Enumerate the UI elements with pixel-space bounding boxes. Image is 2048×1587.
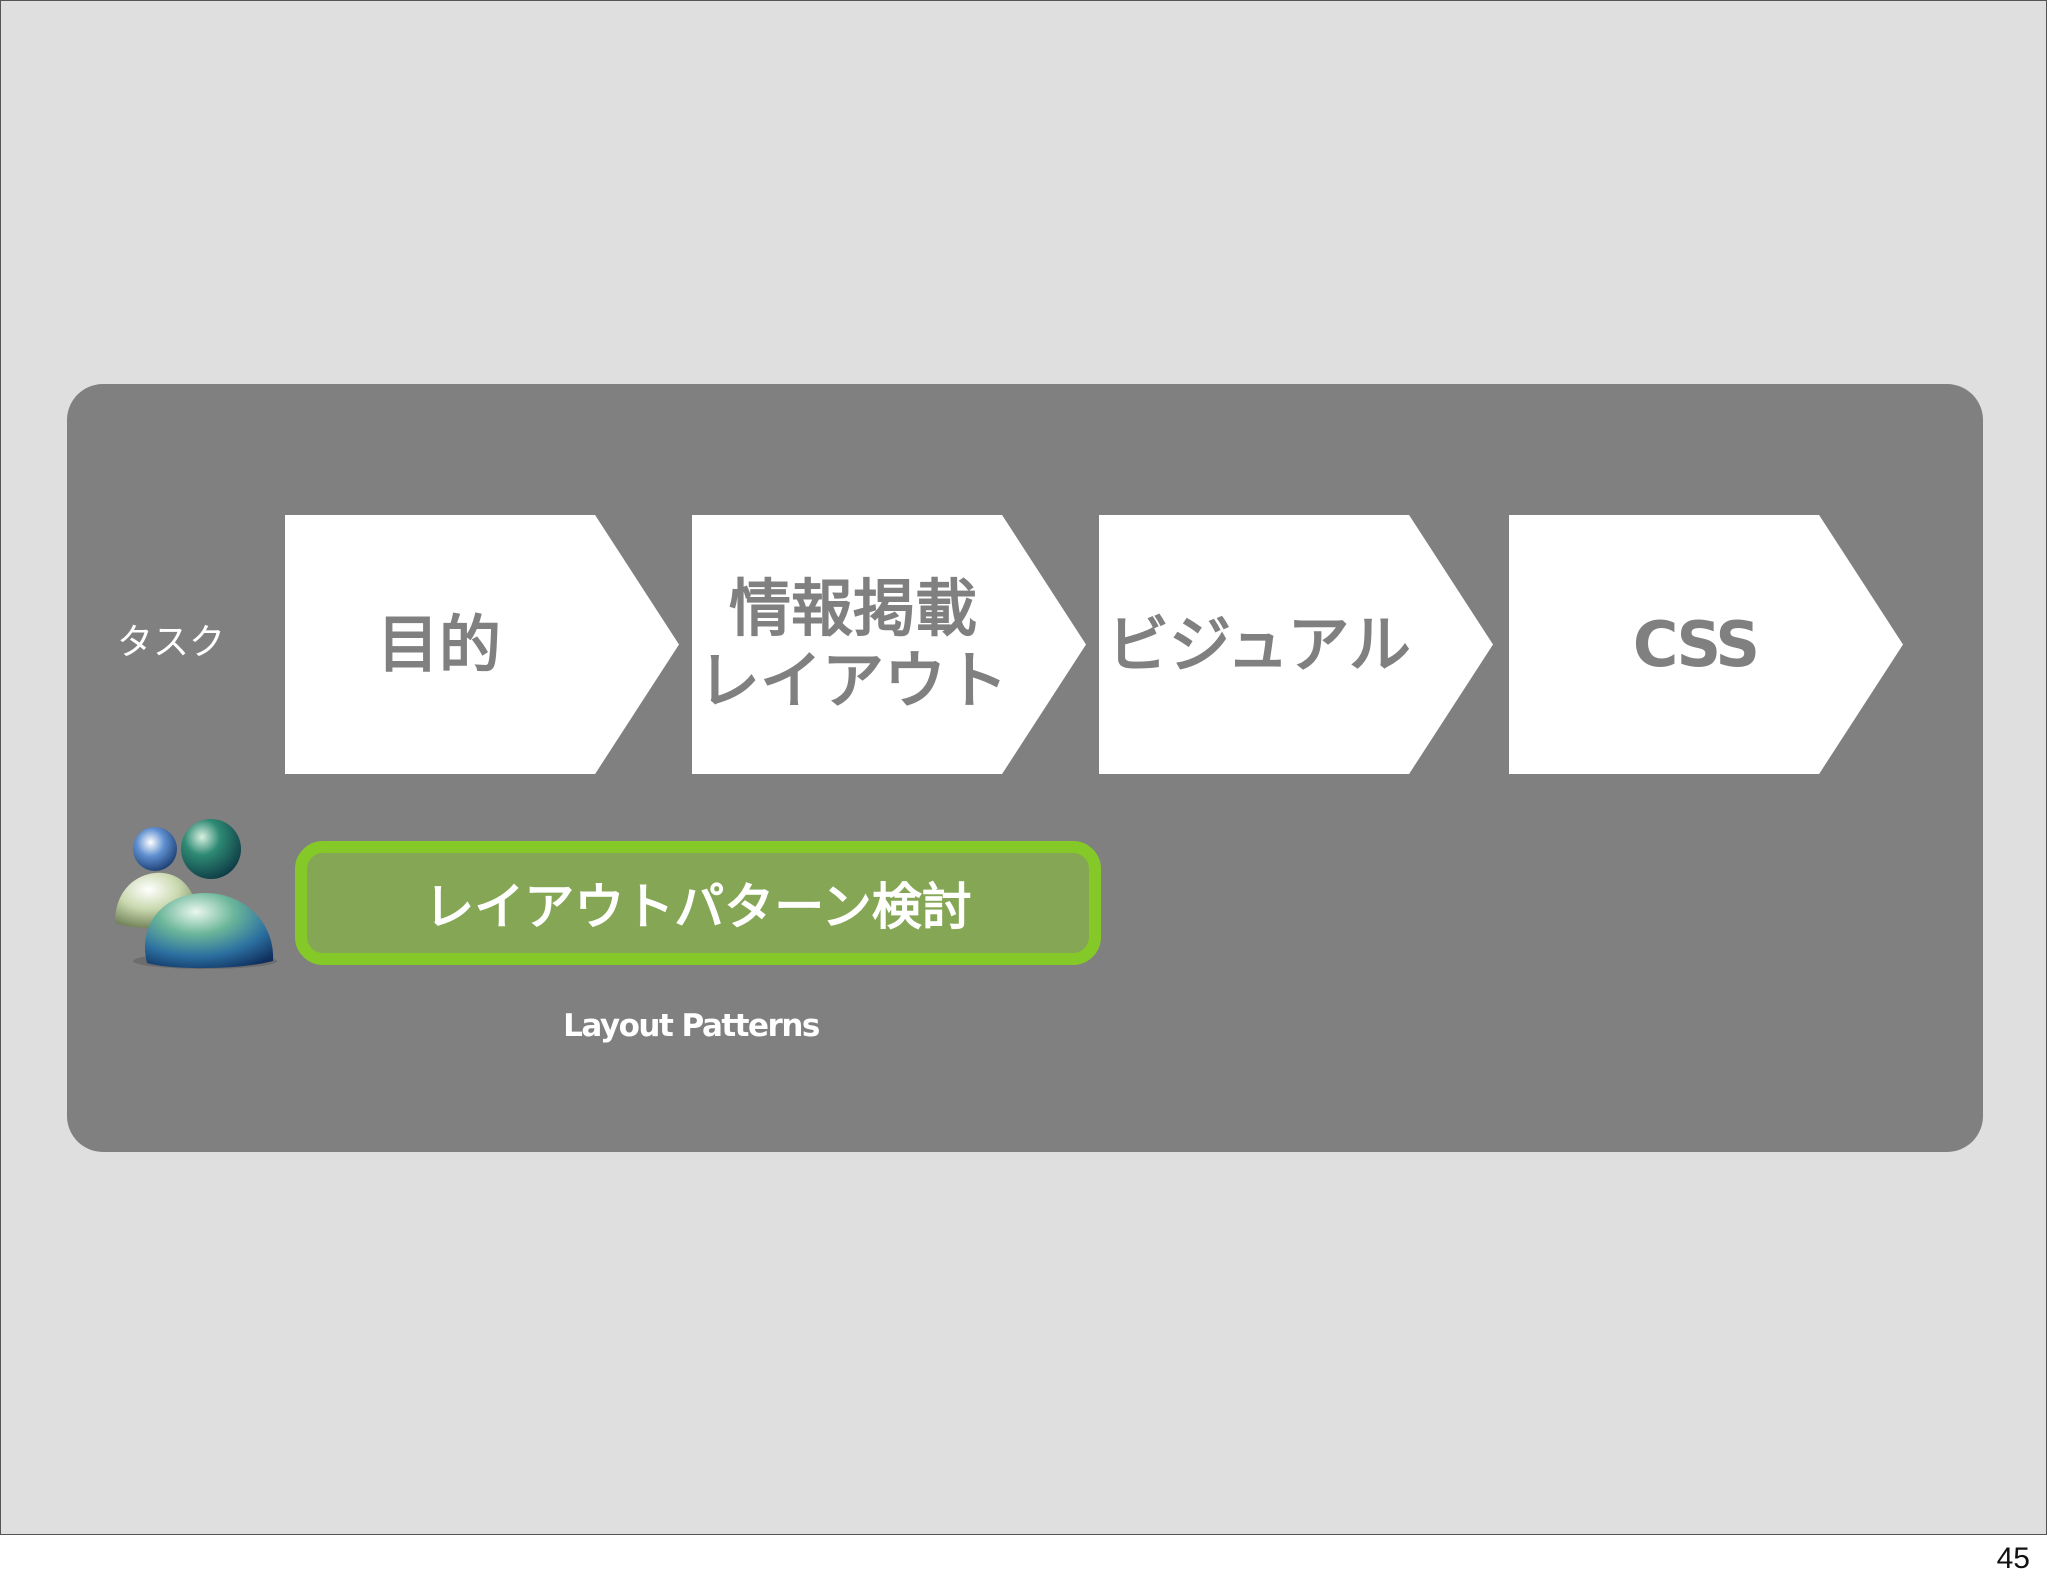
step-label: 情報掲載 レイアウト [697, 571, 1008, 717]
task-row-label: タスク [117, 622, 226, 663]
step-label: CSS [1632, 607, 1760, 681]
step-label: ビジュアル [1107, 607, 1411, 681]
page-number: 45 [1996, 1542, 2030, 1575]
task-layout-pattern: レイアウトパターン検討 [295, 841, 1101, 965]
users-icon [115, 819, 277, 969]
step-arrow-purpose: 目的 [285, 515, 679, 774]
step-arrow-css: CSS [1509, 515, 1903, 774]
step-arrow-visual: ビジュアル [1099, 515, 1493, 774]
task-label: レイアウトパターン検討 [424, 878, 972, 936]
step-arrow-information-layout: 情報掲載 レイアウト [692, 515, 1086, 774]
step-label: 目的 [376, 607, 501, 681]
task-caption: Layout Patterns [563, 1008, 820, 1044]
slide: タスク 目的 情報掲載 レイアウト ビジュアル CSS [0, 0, 2047, 1535]
